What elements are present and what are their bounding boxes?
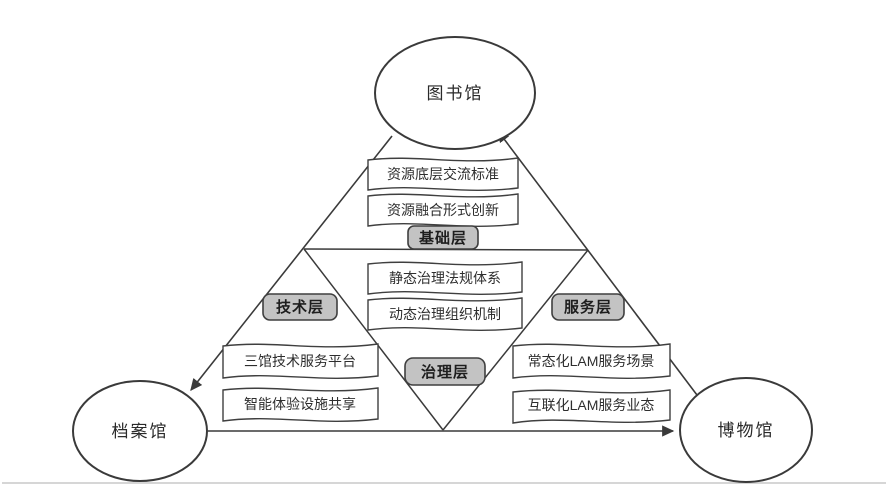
banner-label-governance-1: 静态治理法规体系 — [389, 270, 501, 286]
node-ellipse — [679, 377, 813, 483]
layer-tag-label-foundation: 基础层 — [418, 229, 467, 247]
banner-label-foundation-2: 资源融合形式创新 — [387, 202, 499, 218]
banner-group-governance: 静态治理法规体系 动态治理组织机制 — [367, 261, 523, 331]
inner-left-divider — [303, 248, 444, 431]
layer-tag-shape — [407, 225, 479, 250]
node-label-library: 图书馆 — [427, 84, 484, 103]
layer-tag-label-technology: 技术层 — [276, 298, 324, 316]
banner-shape — [222, 343, 379, 379]
layer-tag-service: 服务层 — [551, 293, 625, 321]
layer-tag-governance: 治理层 — [404, 357, 486, 386]
node-library: 图书馆 — [374, 36, 536, 150]
node-ellipse — [72, 380, 208, 482]
layer-tag-shape — [551, 293, 625, 321]
banner-shape — [367, 193, 519, 227]
banner-shape — [512, 389, 671, 424]
banner-shape — [367, 157, 519, 191]
node-label-archives: 档案馆 — [112, 422, 169, 441]
banner-shape — [367, 261, 523, 295]
layer-tag-label-governance: 治理层 — [421, 363, 469, 381]
banner-label-technology-2: 智能体验设施共享 — [244, 396, 356, 412]
banner-label-foundation-1: 资源底层交流标准 — [387, 166, 499, 182]
layer-tag-shape — [262, 293, 338, 321]
node-archives: 档案馆 — [72, 380, 208, 482]
banner-label-service-2: 互联化LAM服务业态 — [528, 397, 655, 413]
banner-group-technology: 三馆技术服务平台 智能体验设施共享 — [222, 343, 379, 422]
node-ellipse — [374, 36, 536, 150]
banner-shape — [222, 387, 379, 422]
layer-tag-label-service: 服务层 — [564, 298, 612, 316]
node-label-museum: 博物馆 — [718, 421, 775, 440]
node-museum: 博物馆 — [679, 377, 813, 483]
banner-group-foundation: 资源底层交流标准 资源融合形式创新 — [367, 157, 519, 227]
layer-tag-shape — [404, 357, 486, 386]
layer-tag-foundation: 基础层 — [407, 225, 479, 250]
banner-shape — [367, 297, 523, 331]
banner-label-governance-2: 动态治理组织机制 — [389, 306, 501, 322]
inner-right-divider — [442, 249, 589, 431]
banner-shape — [512, 343, 671, 379]
banner-label-service-1: 常态化LAM服务场景 — [528, 353, 655, 369]
banner-group-service: 常态化LAM服务场景 互联化LAM服务业态 — [512, 343, 671, 424]
banner-label-technology-1: 三馆技术服务平台 — [244, 353, 356, 369]
layer-tag-technology: 技术层 — [262, 293, 338, 321]
